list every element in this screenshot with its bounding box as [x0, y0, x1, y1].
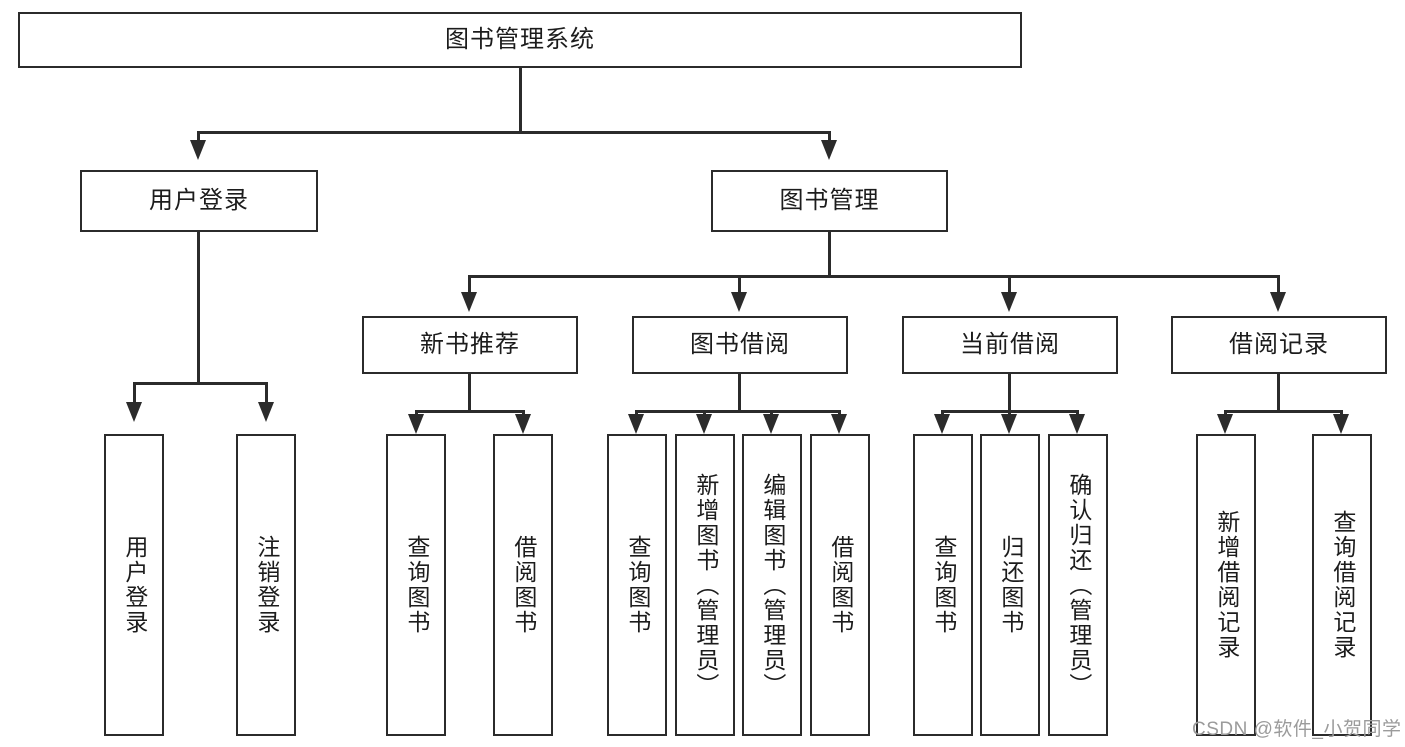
- node-label: 查询借阅记录: [1329, 510, 1356, 660]
- node-label: 新书推荐: [420, 331, 520, 358]
- connector-current-borrow-stem: [1008, 374, 1011, 410]
- node-label: 图书管理系统: [445, 26, 595, 53]
- node-borrow-record[interactable]: 借阅记录: [1171, 316, 1387, 374]
- node-label: 确认归还（管理员）: [1065, 472, 1092, 698]
- leaf-br-query-record[interactable]: 查询借阅记录: [1312, 434, 1372, 736]
- connector-level3-bus: [468, 275, 1280, 278]
- arrow-user-login-to-leaf-0: [126, 402, 142, 422]
- connector-to-current-borrow: [1008, 275, 1011, 297]
- node-root-book-management-system[interactable]: 图书管理系统: [18, 12, 1022, 68]
- arrow-nbr-to-leaf-0: [408, 414, 424, 434]
- arrow-cb-to-leaf-2: [1069, 414, 1085, 434]
- node-new-book-recommend[interactable]: 新书推荐: [362, 316, 578, 374]
- node-label: 新增借阅记录: [1213, 510, 1240, 660]
- connector-root-stem: [519, 68, 522, 131]
- leaf-br-add-record[interactable]: 新增借阅记录: [1196, 434, 1256, 736]
- node-label: 查询图书: [624, 535, 651, 635]
- arrow-to-book-borrow: [731, 292, 747, 312]
- arrow-bb-to-leaf-3: [831, 414, 847, 434]
- connector-root-to-user-login: [197, 131, 200, 148]
- connector-to-borrow-record: [1277, 275, 1280, 297]
- connector-user-login-to-leaf-0: [133, 382, 136, 408]
- arrow-root-to-user-login: [190, 140, 206, 160]
- arrow-br-to-leaf-0: [1217, 414, 1233, 434]
- connector-root-to-book-management: [828, 131, 831, 148]
- watermark-text: CSDN @软件_小贺同学: [1192, 719, 1402, 740]
- leaf-bb-edit-book-admin[interactable]: 编辑图书（管理员）: [742, 434, 802, 736]
- node-book-management[interactable]: 图书管理: [711, 170, 948, 232]
- node-label: 编辑图书（管理员）: [759, 472, 786, 698]
- node-label: 归还图书: [997, 535, 1024, 635]
- leaf-nbr-borrow-book[interactable]: 借阅图书: [493, 434, 553, 736]
- connector-root-bus: [197, 131, 831, 134]
- node-label: 图书借阅: [690, 331, 790, 358]
- node-label: 当前借阅: [960, 331, 1060, 358]
- node-current-borrow[interactable]: 当前借阅: [902, 316, 1118, 374]
- connector-user-login-stem: [197, 232, 200, 382]
- arrow-to-new-book-recommend: [461, 292, 477, 312]
- leaf-bb-add-book-admin[interactable]: 新增图书（管理员）: [675, 434, 735, 736]
- arrow-nbr-to-leaf-1: [515, 414, 531, 434]
- leaf-cb-query-book[interactable]: 查询图书: [913, 434, 973, 736]
- connector-user-login-to-leaf-1: [265, 382, 268, 408]
- arrow-to-borrow-record: [1270, 292, 1286, 312]
- leaf-cb-confirm-return-admin[interactable]: 确认归还（管理员）: [1048, 434, 1108, 736]
- leaf-user-login-login[interactable]: 用户登录: [104, 434, 164, 736]
- node-label: 查询图书: [403, 535, 430, 635]
- connector-book-borrow-stem: [738, 374, 741, 410]
- leaf-bb-query-book[interactable]: 查询图书: [607, 434, 667, 736]
- connector-to-new-book-recommend: [468, 275, 471, 297]
- node-label: 借阅图书: [827, 535, 854, 635]
- connector-new-book-recommend-bus: [415, 410, 525, 413]
- node-label: 用户登录: [121, 535, 148, 635]
- arrow-user-login-to-leaf-1: [258, 402, 274, 422]
- arrow-cb-to-leaf-0: [934, 414, 950, 434]
- connector-borrow-record-bus: [1224, 410, 1342, 413]
- csdn-watermark: CSDN @软件_小贺同学: [1192, 714, 1401, 741]
- leaf-cb-return-book[interactable]: 归还图书: [980, 434, 1040, 736]
- node-label: 借阅记录: [1229, 331, 1329, 358]
- node-label: 用户登录: [149, 187, 249, 214]
- node-label: 借阅图书: [510, 535, 537, 635]
- node-label: 图书管理: [779, 187, 880, 214]
- connector-to-book-borrow: [738, 275, 741, 297]
- leaf-nbr-query-book[interactable]: 查询图书: [386, 434, 446, 736]
- arrow-br-to-leaf-1: [1333, 414, 1349, 434]
- node-label: 新增图书（管理员）: [692, 472, 719, 698]
- node-book-borrow[interactable]: 图书借阅: [632, 316, 848, 374]
- arrow-root-to-book-management: [821, 140, 837, 160]
- node-user-login[interactable]: 用户登录: [80, 170, 318, 232]
- arrow-bb-to-leaf-1: [696, 414, 712, 434]
- leaf-user-login-logout[interactable]: 注销登录: [236, 434, 296, 736]
- node-label: 查询图书: [930, 535, 957, 635]
- connector-new-book-recommend-stem: [468, 374, 471, 410]
- connector-book-borrow-bus: [635, 410, 840, 413]
- arrow-bb-to-leaf-2: [763, 414, 779, 434]
- connector-book-management-stem: [828, 232, 831, 275]
- arrow-to-current-borrow: [1001, 292, 1017, 312]
- leaf-bb-borrow-book[interactable]: 借阅图书: [810, 434, 870, 736]
- arrow-bb-to-leaf-0: [628, 414, 644, 434]
- arrow-cb-to-leaf-1: [1001, 414, 1017, 434]
- connector-user-login-bus: [133, 382, 268, 385]
- node-label: 注销登录: [253, 535, 280, 635]
- connector-borrow-record-stem: [1277, 374, 1280, 410]
